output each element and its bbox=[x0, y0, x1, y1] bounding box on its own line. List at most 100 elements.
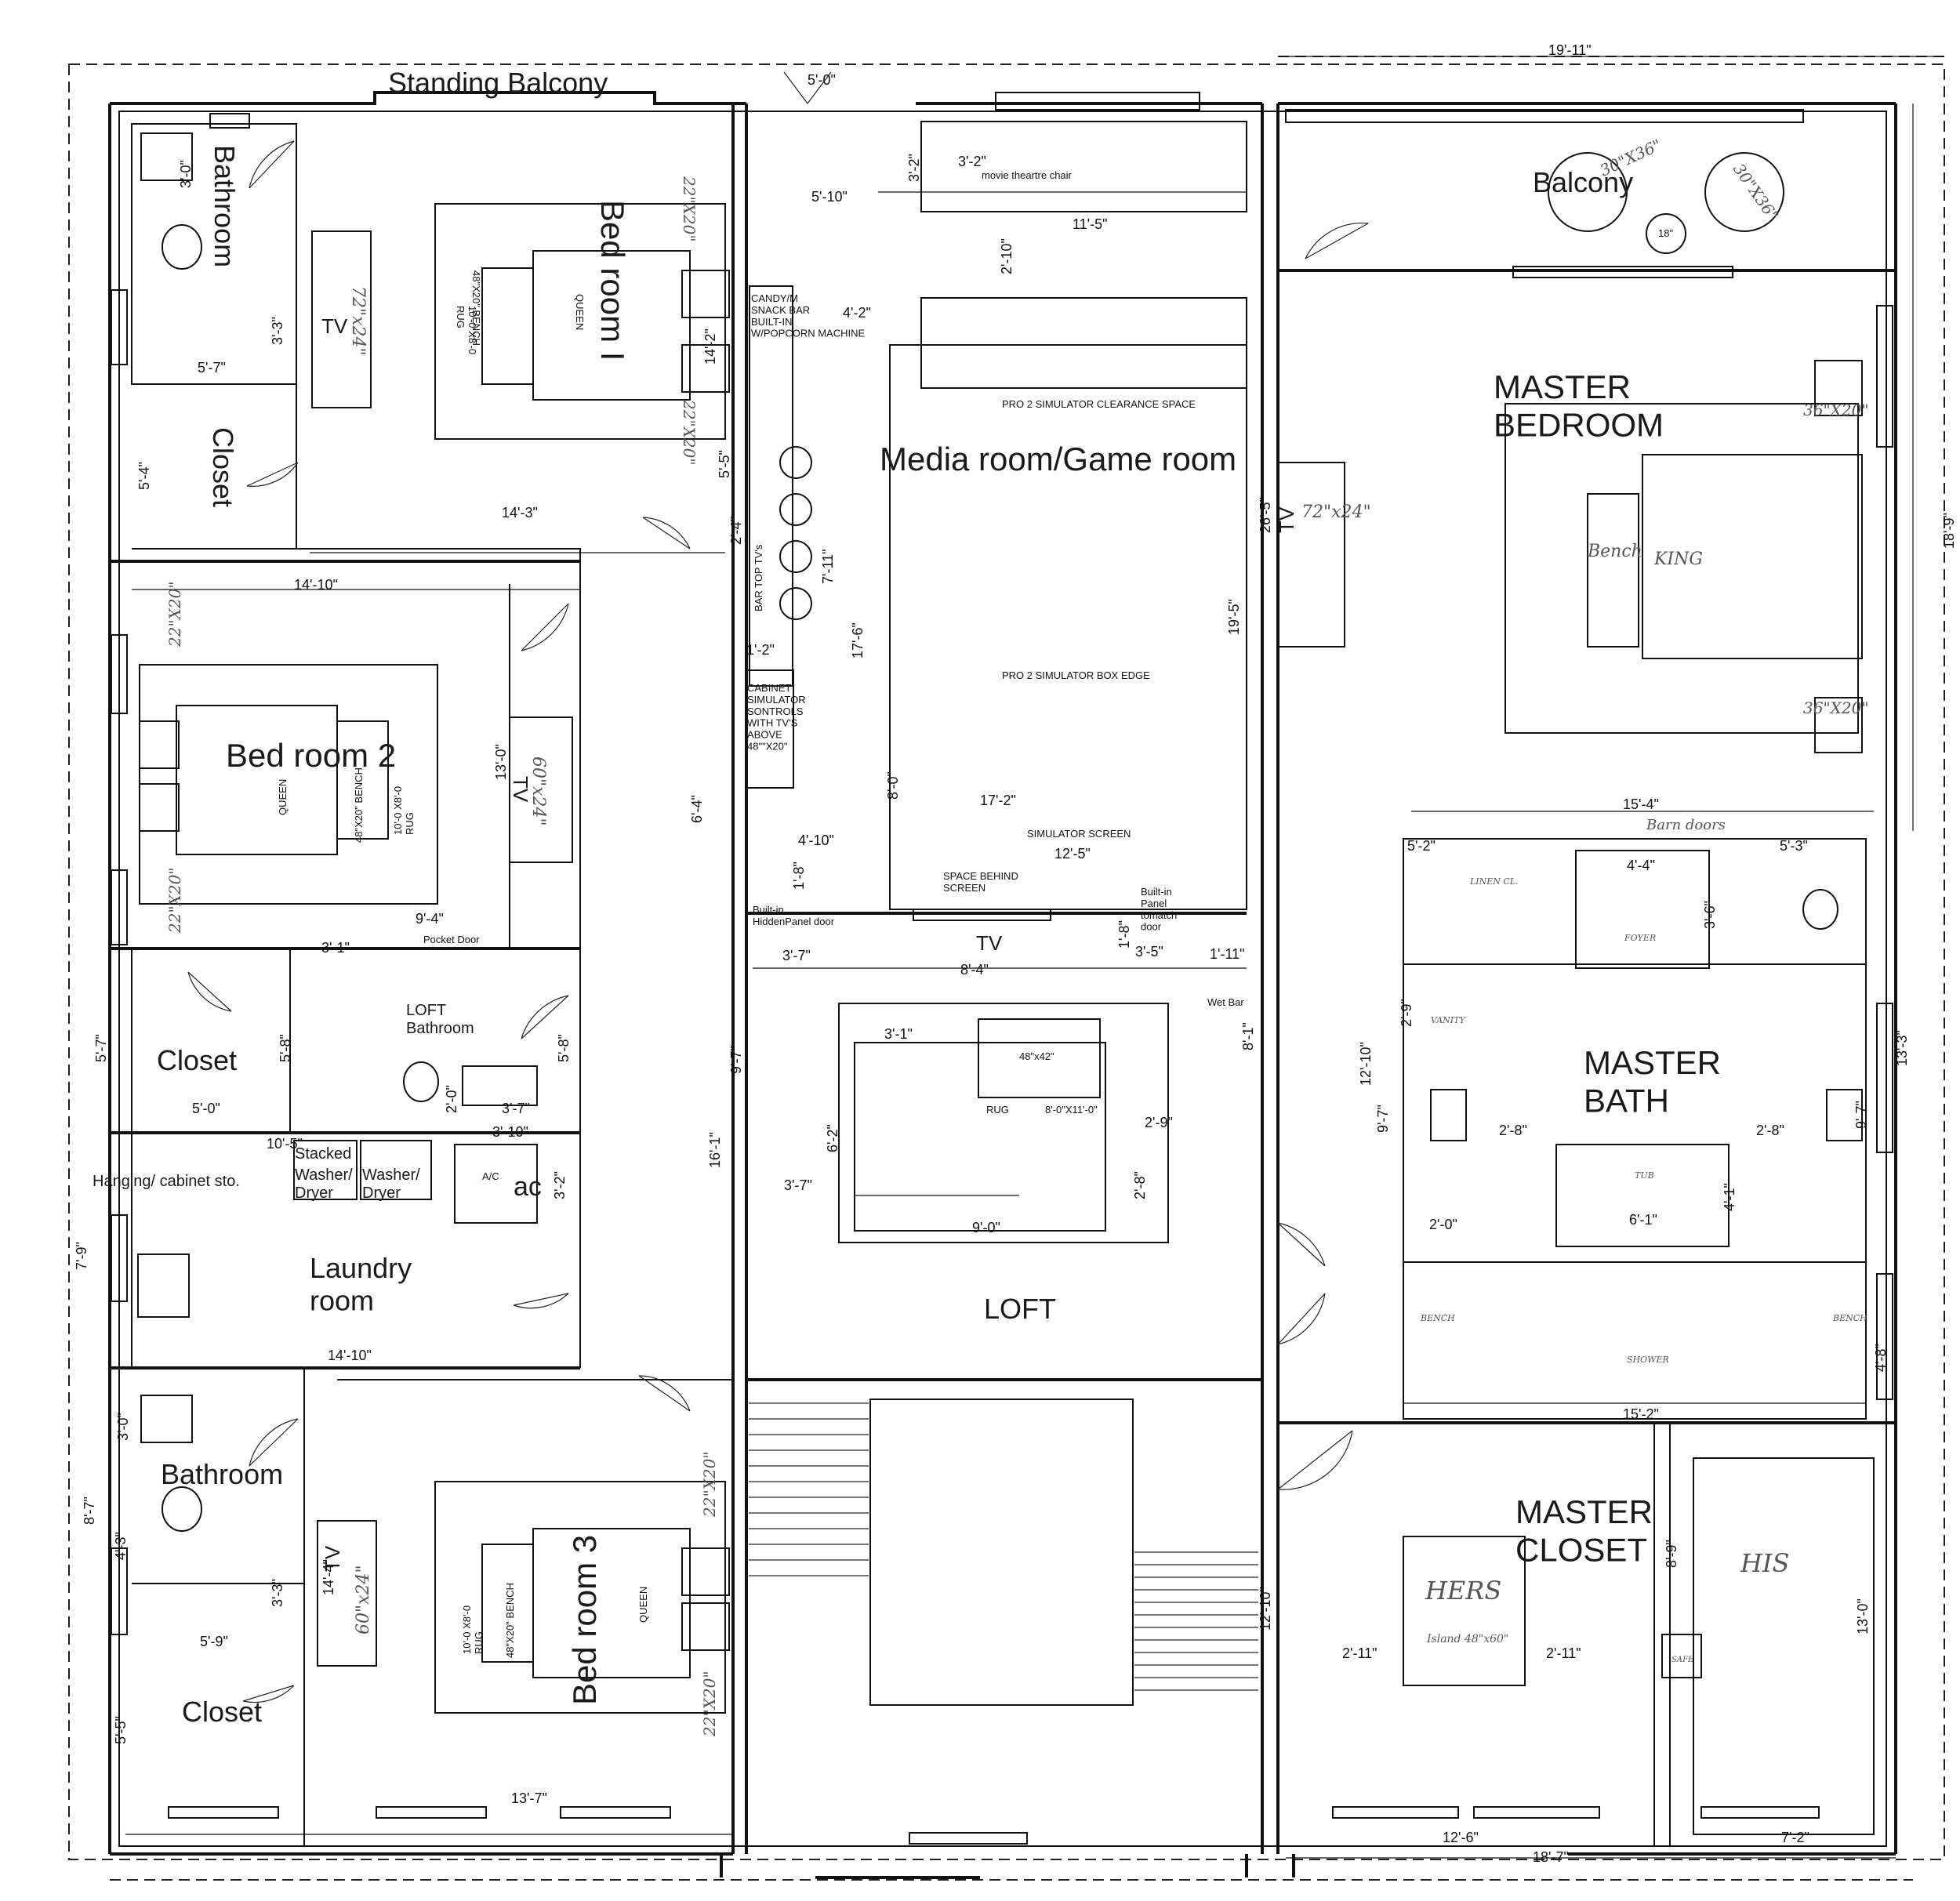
dim-label: 18'-7" bbox=[1533, 1849, 1569, 1865]
dim-label: 8'-7" bbox=[82, 1496, 97, 1525]
dim-label: 3'-7" bbox=[784, 1177, 812, 1193]
staircase bbox=[749, 1399, 1258, 1706]
label-table18: 18" bbox=[1658, 227, 1673, 239]
dim-label: 8'-9" bbox=[1664, 1540, 1679, 1568]
dim-label: 4'-1" bbox=[1722, 1183, 1737, 1211]
dim-label: 12'-5" bbox=[1054, 846, 1091, 862]
label-sim-screen: SIMULATOR SCREEN bbox=[1027, 828, 1131, 840]
label-tv-b2: TV bbox=[509, 776, 532, 803]
dimension-labels: 5'-0" 19'-11" 18'-9" 3'-0" 3'-3" 5'-7" 5… bbox=[74, 42, 1957, 1865]
label-ns-3b: 22"X20" bbox=[700, 1671, 719, 1737]
dim-label: 4'-3" bbox=[113, 1532, 129, 1560]
dim-label: 3'-0" bbox=[178, 160, 194, 188]
dim-label: 3'-1" bbox=[884, 1026, 913, 1042]
label-movie-chairs: movie theartre chair bbox=[982, 169, 1073, 181]
label-ac: ac bbox=[514, 1172, 542, 1202]
dim-label: 3'-2" bbox=[552, 1171, 568, 1199]
dim-label: 7'-2" bbox=[1781, 1830, 1809, 1845]
dim-label: 1'-8" bbox=[1116, 920, 1132, 949]
dim-label: 16'-1" bbox=[707, 1132, 723, 1168]
dim-label: 5'-10" bbox=[811, 189, 848, 205]
dim-label: 2'-11" bbox=[1546, 1645, 1581, 1661]
label-linen: LINEN CL. bbox=[1469, 876, 1519, 887]
label-chair-2: 30"X36" bbox=[1730, 160, 1783, 224]
dim-label: 2'-11" bbox=[1342, 1645, 1377, 1661]
label-ns-2b: 22"X20" bbox=[165, 867, 184, 934]
room-bathroom-1: Bathroom bbox=[209, 145, 241, 267]
label-tv-b3: TV bbox=[321, 1545, 344, 1572]
dim-label: 5'-0" bbox=[808, 72, 836, 88]
dim-label: 5'-2" bbox=[1407, 838, 1436, 854]
dim-label: 3'-5" bbox=[1135, 944, 1163, 960]
dim-label: 7'-9" bbox=[74, 1242, 89, 1270]
dim-label: 9'-0" bbox=[972, 1220, 1000, 1235]
label-queen-3: QUEEN bbox=[637, 1587, 649, 1623]
room-hanging-storage: Hanging/ cabinet sto. bbox=[93, 1173, 240, 1190]
dim-label: 9'-4" bbox=[416, 911, 444, 927]
dim-label: 17'-6" bbox=[850, 622, 866, 658]
dim-label: 11'-5" bbox=[1073, 216, 1108, 232]
dim-label: 4'-10" bbox=[798, 833, 834, 848]
dim-label: 5'-8" bbox=[556, 1034, 572, 1062]
dim-label: 2'-8" bbox=[1756, 1123, 1784, 1138]
label-island: Island 48"x60" bbox=[1426, 1633, 1508, 1645]
label-hers: HERS bbox=[1425, 1576, 1501, 1605]
label-tv60-b2: 60"x24" bbox=[528, 756, 548, 826]
dim-label: 9'-7" bbox=[728, 1046, 744, 1074]
dim-label: 5'-7" bbox=[198, 360, 226, 375]
room-bedroom-3: Bed room 3 bbox=[566, 1535, 603, 1705]
dim-label: 14'-3" bbox=[502, 505, 538, 521]
dim-label: 8'-4" bbox=[960, 962, 989, 978]
room-loft: LOFT bbox=[984, 1293, 1056, 1325]
door-swings bbox=[187, 71, 1369, 1703]
label-tv72-m: 72"x24" bbox=[1301, 502, 1371, 522]
label-ns-m1: 36"X20" bbox=[1803, 401, 1869, 419]
dim-label: 14'-2" bbox=[702, 328, 718, 365]
dim-label: 13'-7" bbox=[511, 1790, 547, 1806]
label-wet-bar: Wet Bar bbox=[1207, 996, 1244, 1008]
room-closet-3: Closet bbox=[182, 1696, 262, 1728]
dim-label: 3'-1" bbox=[321, 940, 350, 956]
label-shower: SHOWER bbox=[1627, 1355, 1669, 1365]
label-ns-2a: 22"X20" bbox=[165, 581, 184, 648]
room-balcony: Balcony bbox=[1533, 166, 1633, 198]
dim-label: 6'-1" bbox=[1629, 1212, 1657, 1228]
dim-label: 2'-0" bbox=[1429, 1217, 1457, 1232]
label-tv-b1: TV bbox=[321, 314, 348, 338]
windows bbox=[111, 92, 1893, 1845]
label-bar-tvs: BAR TOP TV's bbox=[753, 544, 764, 611]
dim-label: 3'-10" bbox=[492, 1124, 528, 1140]
label-washer-2: Washer/Dryer bbox=[362, 1166, 420, 1202]
dim-label: 3'-0" bbox=[115, 1413, 131, 1441]
label-queen-1: QUEEN bbox=[574, 294, 586, 330]
dim-label: 2'-9" bbox=[1145, 1115, 1173, 1130]
label-table48: 48"x42" bbox=[1019, 1050, 1054, 1062]
room-bedroom-2: Bed room 2 bbox=[226, 737, 396, 774]
dim-label: 1'-11" bbox=[1210, 946, 1245, 962]
dim-label: 2'-8" bbox=[1499, 1123, 1527, 1138]
label-bench-3: 48"X20" BENCH bbox=[504, 1583, 516, 1658]
label-loft-rug: RUG bbox=[986, 1104, 1009, 1116]
dim-label: 15'-2" bbox=[1623, 1406, 1659, 1422]
dimension-lines bbox=[125, 56, 1944, 1859]
label-tv72-b1: 72"x24" bbox=[348, 286, 368, 356]
dim-label: 9'-7" bbox=[1375, 1105, 1391, 1133]
dim-label: 5'-7" bbox=[93, 1034, 109, 1062]
label-ns-1b: 22"X20" bbox=[680, 399, 699, 466]
dim-label: 4'-4" bbox=[1627, 858, 1655, 873]
dim-label: 9'-7" bbox=[1853, 1101, 1869, 1129]
dim-label: 10'-5" bbox=[267, 1136, 303, 1152]
dim-label: 5'-0" bbox=[192, 1101, 220, 1116]
dim-label: 3'-6" bbox=[1702, 901, 1718, 929]
room-bathroom-3: Bathroom bbox=[161, 1458, 283, 1490]
room-closet-1: Closet bbox=[207, 427, 239, 507]
dim-label: 2'-10" bbox=[999, 238, 1014, 274]
